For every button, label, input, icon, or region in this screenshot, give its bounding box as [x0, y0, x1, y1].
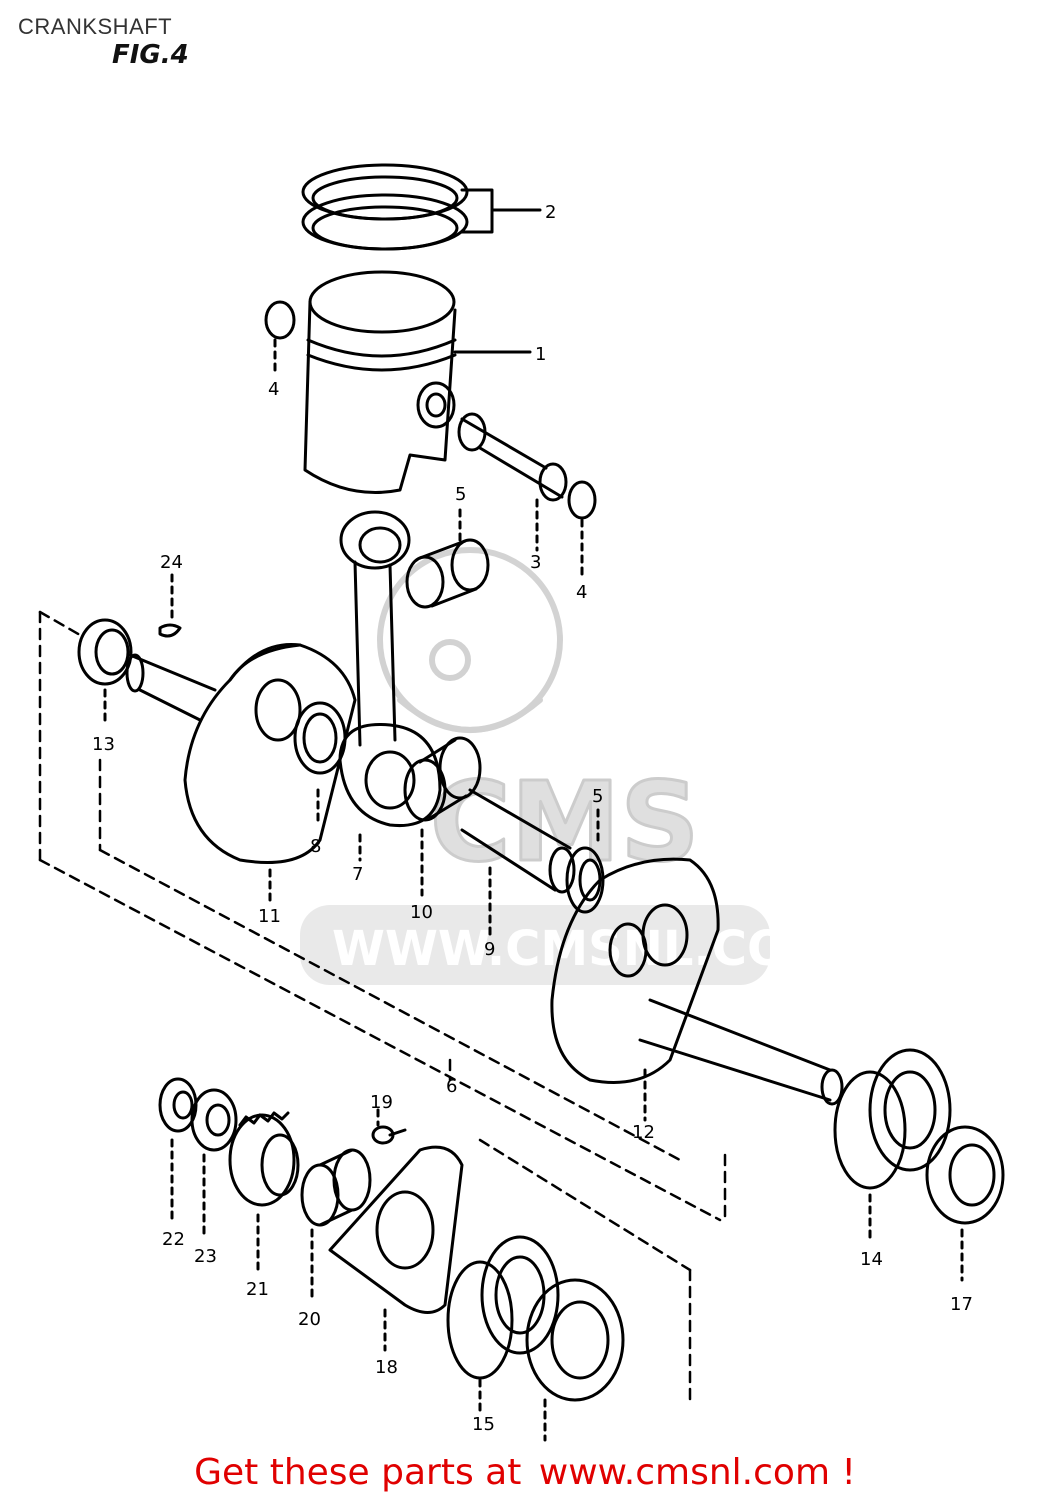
part-label-13: 13: [92, 734, 115, 755]
footer-banner: Get these parts at www.cmsnl.com !: [0, 1452, 1050, 1493]
primary-drive-gear: [228, 1111, 300, 1272]
part-label-16: 16: [535, 1449, 558, 1450]
part-label-7: 7: [352, 864, 363, 885]
part-label-6: 6: [446, 1076, 457, 1097]
connecting-rod: [338, 510, 442, 862]
needle-bearing-small-end: [405, 508, 490, 609]
exploded-parts-diagram: CMS WWW.CMSNL.COM: [38, 163, 1005, 1450]
part-label-8: 8: [310, 836, 321, 857]
part-label-19: 19: [370, 1092, 393, 1113]
page-title: CRANKSHAFT: [18, 14, 173, 39]
circlip-right: [567, 480, 597, 577]
part-label-12: 12: [632, 1122, 655, 1143]
piston: [303, 270, 532, 494]
footer-suffix: !: [841, 1452, 856, 1493]
part-label-9: 9: [484, 939, 495, 960]
part-label-21: 21: [246, 1279, 269, 1300]
crankshaft-left-half: [125, 642, 357, 902]
footer-text: Get these parts at: [194, 1452, 522, 1493]
piston-pin: [457, 412, 568, 552]
crank-pin: [460, 788, 576, 937]
watermark-logo: CMS WWW.CMSNL.COM: [300, 547, 836, 985]
part-label-5-second: 5: [592, 786, 603, 807]
circlip-left: [264, 300, 296, 374]
watermark-url: WWW.CMSNL.COM: [332, 921, 836, 977]
big-end-bearing: [403, 736, 482, 897]
part-label-17: 17: [950, 1294, 973, 1315]
crankshaft-right-half: [550, 857, 844, 1122]
bearing-retainer-plate: [328, 1145, 464, 1352]
part-label-23: 23: [194, 1246, 217, 1267]
part-label-22: 22: [162, 1229, 185, 1250]
part-label-2: 2: [545, 202, 556, 223]
nut: [158, 1077, 198, 1222]
part-label-20: 20: [298, 1309, 321, 1330]
part-label-14: 14: [860, 1249, 883, 1270]
part-label-4: 4: [268, 379, 279, 400]
bearing-right: [833, 1048, 952, 1242]
part-labels: 2 1 4 5 3 24 4 13 5 8 7 10 11 9 6 19 12 …: [92, 202, 973, 1450]
spacer: [300, 1148, 372, 1302]
oil-seal-left: [77, 618, 133, 727]
part-label-11: 11: [258, 906, 281, 927]
assembly-bracket: [38, 610, 727, 1402]
oil-seal-right: [925, 1125, 1005, 1282]
part-label-5: 5: [455, 484, 466, 505]
part-label-3: 3: [530, 552, 541, 573]
part-label-18: 18: [375, 1357, 398, 1378]
figure-number: FIG.4: [112, 40, 189, 70]
piston-rings: [301, 163, 542, 251]
washer-gear: [190, 1088, 238, 1237]
part-label-24: 24: [160, 552, 183, 573]
part-label-15: 15: [472, 1414, 495, 1435]
oil-seal-bearing-left: [525, 1278, 625, 1442]
woodruff-key: [158, 573, 182, 638]
part-label-10: 10: [410, 902, 433, 923]
part-label-1: 1: [535, 344, 546, 365]
part-label-4-right: 4: [576, 582, 587, 603]
screw: [371, 1108, 407, 1145]
watermark-logo-text: CMS: [430, 758, 699, 886]
footer-link[interactable]: www.cmsnl.com: [538, 1452, 831, 1493]
